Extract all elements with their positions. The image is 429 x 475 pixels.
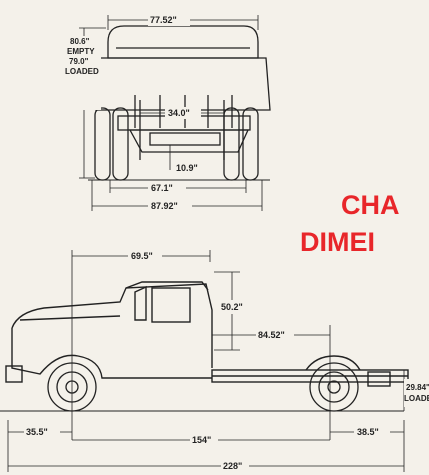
title-line-2: DIMEI [300,227,375,257]
label-frame-width: 34.0" [168,108,190,118]
side-view-truck [0,281,409,412]
rear-wheel [309,362,359,412]
label-ground-clearance: 10.9" [176,163,198,173]
label-cab-to-axle: 84.52" [258,330,285,340]
label-wheelbase: 154" [192,435,211,445]
label-overall-length: 228" [223,461,242,471]
label-frame-height: 29.84" [406,383,429,392]
label-overall-width: 77.52" [150,15,177,25]
label-height-empty: 80.6" [70,37,90,46]
label-frame-height-caption: LOADED [404,394,429,403]
label-cab-length: 69.5" [131,251,153,261]
label-height-empty-caption: EMPTY [67,47,95,56]
label-cab-height: 50.2" [221,302,243,312]
label-track: 67.1" [151,183,173,193]
label-width-at-duals: 87.92" [151,201,178,211]
label-rear-overhang: 38.5" [357,427,379,437]
label-height-loaded-caption: LOADED [65,67,99,76]
title-line-1: CHA [341,190,400,220]
front-view-truck [88,25,271,181]
label-height-loaded: 79.0" [69,57,89,66]
label-front-overhang: 35.5" [26,427,48,437]
